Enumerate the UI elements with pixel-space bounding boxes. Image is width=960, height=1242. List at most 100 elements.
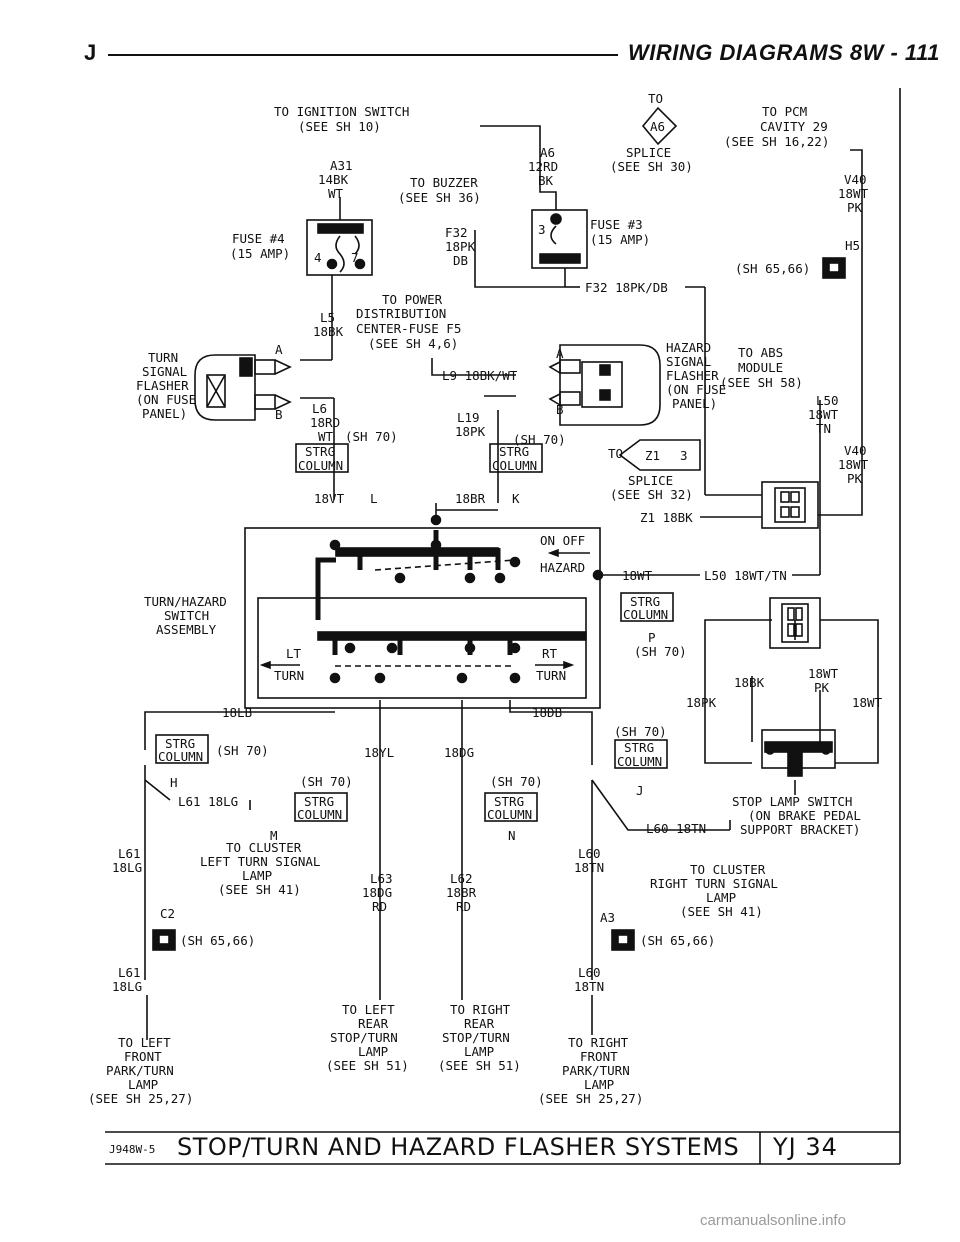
label-f32wire: F32 18PK/DB: [585, 280, 668, 295]
label-abs3: (SEE SH 58): [720, 375, 803, 390]
fuse-3-box: [531, 209, 588, 269]
label-pd2: DISTRIBUTION: [356, 306, 446, 321]
label-f32: F32: [445, 225, 468, 240]
label-splice2: (SEE SH 30): [610, 159, 693, 174]
label-haz5: PANEL): [672, 396, 717, 411]
label-z1num: 3: [680, 448, 688, 463]
label-sh70f: (SH 70): [300, 774, 353, 789]
label-l60tn: L60 18TN: [646, 821, 706, 836]
label-pinH: H: [170, 775, 178, 790]
label-col2: COLUMN: [492, 458, 537, 473]
label-l6a: L6: [312, 401, 327, 416]
label-trf3: PARK/TURN: [562, 1063, 630, 1078]
label-trr3: STOP/TURN: [442, 1030, 510, 1045]
label-strg2: STRG: [499, 444, 529, 459]
label-haz4: (ON FUSE: [666, 382, 726, 397]
diagram-code: J948W-5: [109, 1143, 156, 1156]
label-trf1: TO RIGHT: [568, 1035, 629, 1050]
label-a3: A3: [600, 910, 615, 925]
label-tcl3: LAMP: [242, 868, 272, 883]
label-pcm1: TO PCM: [762, 104, 807, 119]
label-tcr1: TO CLUSTER: [690, 862, 766, 877]
label-pinL: L: [370, 491, 378, 506]
label-sls2: (ON BRAKE PEDAL: [748, 808, 861, 823]
label-col5: COLUMN: [617, 754, 662, 769]
label-sh70d: (SH 70): [614, 724, 667, 739]
label-sh70c: (SH 70): [634, 644, 687, 659]
diagram-page-id: YJ 34: [773, 1133, 838, 1161]
label-hazard: HAZARD: [540, 560, 585, 575]
label-l61b: 18LG: [112, 860, 142, 875]
label-br18: 18BR: [455, 491, 486, 506]
label-lt: LT: [286, 646, 302, 661]
label-strg7: STRG: [494, 794, 524, 809]
label-rt: RT: [542, 646, 558, 661]
label-l62c: RD: [456, 899, 471, 914]
connector-blocks: [152, 257, 846, 951]
label-haz1: HAZARD: [666, 340, 711, 355]
label-a6: A6: [540, 145, 555, 160]
label-a31c: WT: [328, 186, 344, 201]
label-tlr4: LAMP: [358, 1044, 388, 1059]
fuse-4-box: [306, 219, 373, 276]
label-l63b: 18DG: [362, 885, 392, 900]
label-pd3: CENTER-FUSE F5: [356, 321, 461, 336]
label-buzz1: TO BUZZER: [410, 175, 478, 190]
label-buzz2: (SEE SH 36): [398, 190, 481, 205]
diagram-labels: TO IGNITION SWITCH (SEE SH 10) A31 14BK …: [88, 91, 883, 1106]
label-col7: COLUMN: [487, 807, 532, 822]
label-pin3: 3: [538, 222, 546, 237]
label-tcl1: TO CLUSTER: [226, 840, 302, 855]
label-pk18: 18PK: [686, 695, 717, 710]
label-pinA1: A: [275, 342, 283, 357]
stop-lamp-switch: [761, 729, 836, 777]
label-ths2: SWITCH: [164, 608, 209, 623]
label-l5a: L5: [320, 310, 335, 325]
label-a31: A31: [330, 158, 353, 173]
label-col1: COLUMN: [298, 458, 343, 473]
label-l60a: L60: [578, 846, 601, 861]
label-pinJ: J: [636, 783, 644, 798]
label-l50wire2: L50 18WT/TN: [704, 568, 787, 583]
diagram-frame: [105, 88, 901, 1165]
label-l5b: 18BK: [313, 324, 344, 339]
label-strg5: STRG: [624, 740, 654, 755]
label-splice1: SPLICE: [626, 145, 671, 160]
hazard-flasher: [548, 344, 661, 426]
label-strg1: STRG: [305, 444, 335, 459]
label-wt18: 18WT: [852, 695, 883, 710]
label-v40a: V40: [844, 172, 867, 187]
splice-connector-z1: [761, 481, 819, 529]
label-trf5: (SEE SH 25,27): [538, 1091, 643, 1106]
label-tsf4: (ON FUSE: [136, 392, 196, 407]
label-pd4: (SEE SH 4,6): [368, 336, 458, 351]
label-wtpk2: PK: [814, 680, 830, 695]
label-pinN: N: [508, 828, 516, 843]
wires: [144, 125, 879, 1040]
label-tcl4: (SEE SH 41): [218, 882, 301, 897]
label-l62a: L62: [450, 871, 473, 886]
label-strg4: STRG: [165, 736, 195, 751]
stop-lamp-connector: [769, 597, 821, 649]
label-ign2: (SEE SH 10): [298, 119, 381, 134]
label-trr2: REAR: [464, 1016, 495, 1031]
label-trr4: LAMP: [464, 1044, 494, 1059]
label-strg6: STRG: [304, 794, 334, 809]
label-lb18: 18LB: [222, 705, 252, 720]
label-bk18: 18BK: [734, 675, 765, 690]
label-col3: COLUMN: [623, 607, 668, 622]
splice-tags: [618, 106, 701, 471]
header-rule: [108, 54, 618, 56]
label-l60b: 18TN: [574, 860, 604, 875]
label-v40c: PK: [847, 200, 863, 215]
label-pcm3: (SEE SH 16,22): [724, 134, 829, 149]
label-pinK: K: [512, 491, 520, 506]
diagram-title: STOP/TURN AND HAZARD FLASHER SYSTEMS: [177, 1133, 740, 1161]
label-sh70e: (SH 70): [216, 743, 269, 758]
label-tlr1: TO LEFT: [342, 1002, 395, 1017]
label-onoff: ON OFF: [540, 533, 585, 548]
label-a6c: BK: [538, 173, 554, 188]
strg-column-boxes: [155, 443, 674, 822]
label-pd1: TO POWER: [382, 292, 443, 307]
